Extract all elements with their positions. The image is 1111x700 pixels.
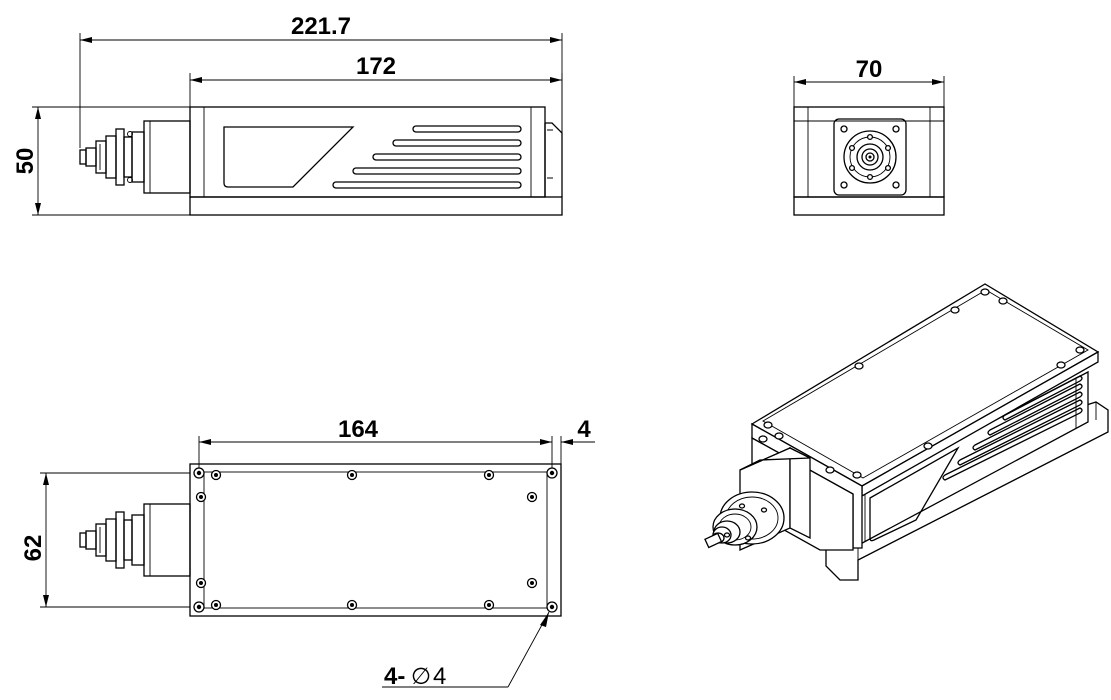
dim-edge-offset: 4	[577, 416, 591, 443]
dim-base-width: 62	[20, 535, 47, 562]
dim-overall-length: 221.7	[291, 13, 351, 40]
iso-top-screws	[758, 288, 1085, 479]
corner-holes	[193, 467, 558, 613]
holes-callout-value: 4	[433, 663, 446, 690]
diameter-symbol: ∅	[411, 664, 431, 690]
front-connector-ring	[843, 130, 897, 184]
side-connector-housing	[143, 120, 191, 194]
front-flange	[833, 118, 907, 196]
dim-body-length: 172	[356, 53, 396, 80]
dim-height: 50	[12, 148, 39, 175]
holes-callout-prefix: 4-	[384, 663, 405, 690]
isometric-view	[704, 283, 1109, 581]
top-connector-housing	[143, 503, 191, 577]
iso-fins	[942, 375, 1083, 481]
front-view: 70	[793, 56, 945, 216]
top-view: 164 4 62 4- ∅ 4	[20, 416, 595, 690]
side-view: 221.7 172 50	[12, 13, 563, 216]
top-connector	[79, 511, 145, 569]
front-base	[793, 196, 945, 216]
side-connector	[79, 128, 145, 186]
side-panel-window	[223, 126, 355, 188]
iso-panel-window	[869, 446, 960, 542]
cover-screws	[195, 469, 538, 611]
dim-hole-spacing: 164	[338, 416, 379, 443]
dim-width: 70	[856, 56, 883, 83]
top-inner-outline	[203, 471, 548, 609]
top-plate	[189, 463, 562, 617]
side-base	[189, 196, 563, 216]
side-body	[189, 106, 546, 198]
side-fins	[332, 125, 522, 189]
